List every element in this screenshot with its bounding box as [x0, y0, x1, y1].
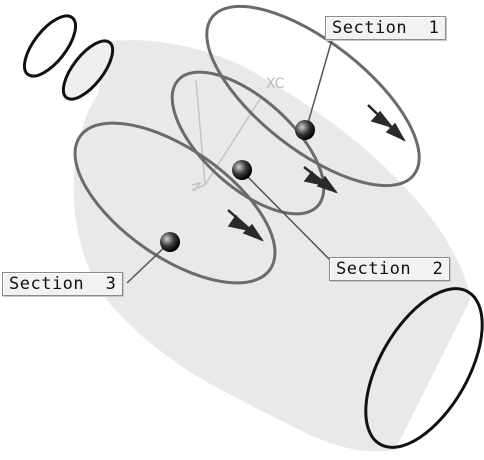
direction-arrows — [227, 104, 406, 242]
section-2-callout[interactable]: Section 2 — [329, 257, 451, 281]
base-opening[interactable] — [342, 270, 484, 460]
section-1-point[interactable] — [295, 120, 315, 140]
neck-ring-inner[interactable] — [55, 33, 122, 107]
neck-ring-outer[interactable] — [15, 8, 85, 84]
section-2-curve[interactable] — [149, 47, 348, 238]
section-1-callout[interactable]: Section 1 — [325, 16, 447, 40]
bottle-body[interactable] — [73, 40, 471, 452]
section-2-arrow[interactable] — [303, 166, 338, 194]
section-1-curve[interactable] — [179, 0, 447, 217]
xc-axis-label: XC — [266, 76, 285, 92]
section-3-arrow[interactable] — [227, 209, 264, 242]
section-2-point[interactable] — [232, 160, 252, 180]
section-3-point[interactable] — [160, 232, 180, 252]
section-3-callout[interactable]: Section 3 — [2, 272, 124, 296]
section-3-curve[interactable] — [49, 92, 301, 314]
section-1-arrow[interactable] — [367, 104, 406, 142]
